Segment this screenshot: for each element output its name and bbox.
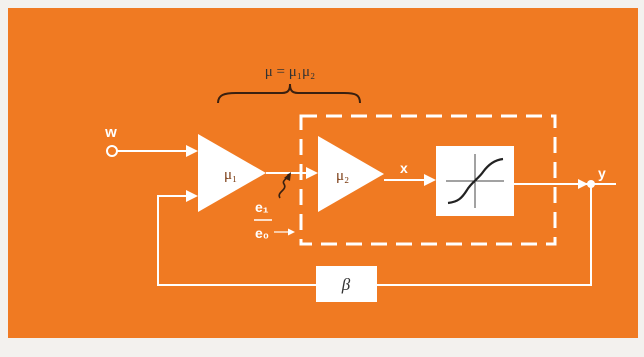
e0-label: e₀ <box>255 225 269 241</box>
feedback-wire-left <box>157 195 316 286</box>
gain-brace <box>217 83 361 104</box>
feedback-block <box>316 266 377 302</box>
amplifier-mu2 <box>318 136 384 212</box>
x-arrowhead <box>424 174 436 186</box>
dashed-subsystem-box <box>299 114 557 246</box>
output-label: y <box>598 165 606 181</box>
input-label: w <box>104 124 117 141</box>
input-arrowhead <box>186 145 198 157</box>
amp1-label: μ₁ <box>224 167 237 183</box>
x-label: x <box>400 160 408 176</box>
disturbance-arrowhead <box>284 172 291 181</box>
feedback-label: β <box>341 275 351 294</box>
interstage-arrowhead <box>306 167 318 179</box>
s-curve-transfer-icon <box>446 154 504 208</box>
e-direction-arrowhead <box>288 228 295 236</box>
amp2-label: μ₂ <box>336 168 349 184</box>
e1-label: e₁ <box>255 199 269 215</box>
brace-label: μ = μ₁μ₂ <box>265 64 316 80</box>
input-terminal <box>106 145 118 157</box>
output-arrowhead <box>578 179 588 189</box>
feedback-wire-right <box>377 184 592 286</box>
amplifier-mu1 <box>198 134 266 212</box>
feedback-arrowhead <box>186 190 198 202</box>
